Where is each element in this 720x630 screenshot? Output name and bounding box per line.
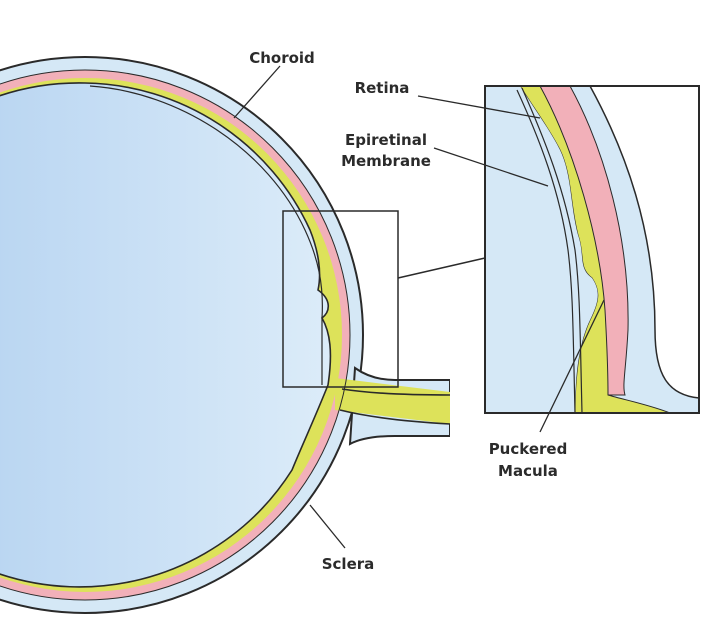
vitreous-body: [0, 82, 332, 588]
zoom-connector-line: [397, 257, 486, 279]
sclera-leader-line: [309, 504, 346, 549]
choroid-leader-line: [233, 65, 281, 119]
choroid-outline: [0, 69, 351, 601]
eye-main: [0, 56, 450, 614]
inset-sclera-outline: [589, 86, 699, 399]
optic-nerve-outline-top: [341, 388, 450, 396]
puckered-macula-label-line1: Puckered: [489, 440, 568, 458]
choroid-label: Choroid: [249, 49, 315, 67]
zoom-region-box: [282, 210, 399, 388]
epiretinal-membrane-label-line1: Epiretinal: [345, 131, 427, 149]
puckered-macula-label-line2: Macula: [498, 462, 558, 480]
epiretinal-leader-line: [433, 147, 549, 187]
puckered-macula-leader-line: [539, 299, 605, 433]
epiretinal-membrane-line: [89, 85, 323, 385]
sclera-label: Sclera: [322, 555, 375, 573]
inset-magnified: [485, 86, 699, 413]
inset-epiretinal-membrane: [521, 87, 583, 413]
retina-label: Retina: [355, 79, 410, 97]
inset-epiretinal-membrane-inner: [516, 89, 576, 413]
retina-leader-line: [417, 95, 541, 119]
optic-nerve: [335, 378, 450, 424]
inset-vitreous: [485, 86, 598, 413]
inset-frame: [484, 85, 700, 414]
epiretinal-membrane-label-line2: Membrane: [341, 152, 431, 170]
optic-nerve-outline-bottom: [339, 409, 450, 425]
